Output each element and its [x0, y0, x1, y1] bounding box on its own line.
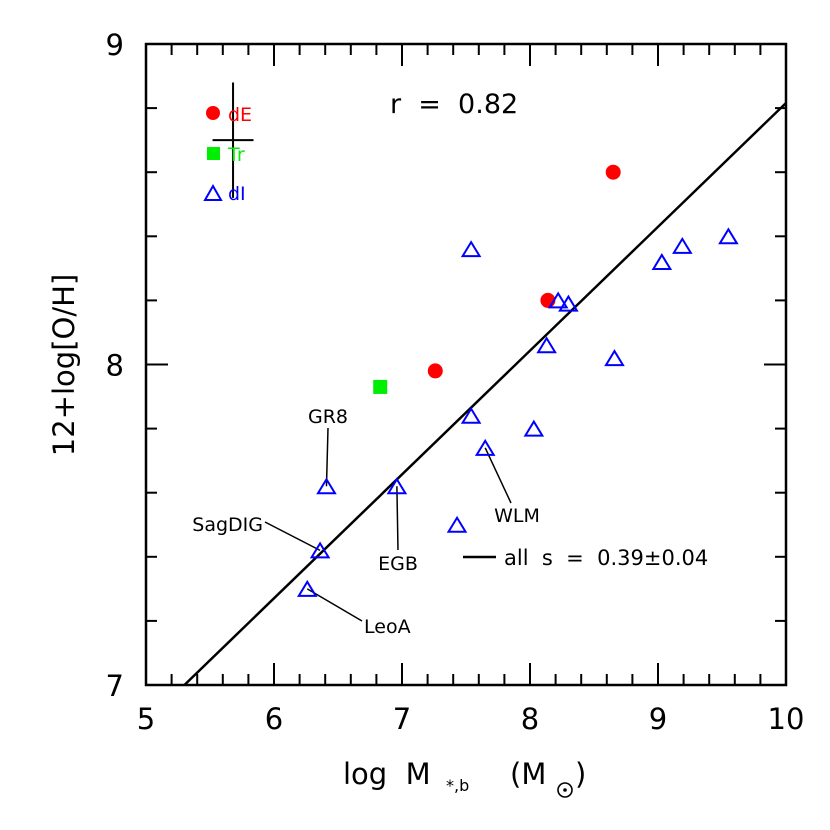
point-dI-triangle	[446, 515, 468, 533]
axis-tick-labels: 5 6 7 8 9 10 7 8 9	[106, 28, 805, 736]
x-axis-title-main: log M	[343, 757, 431, 791]
regression-line	[183, 102, 787, 686]
y-tick-label: 9	[106, 28, 124, 62]
y-tick-label: 7	[106, 669, 124, 703]
correlation-annotation: r = 0.82	[390, 89, 518, 120]
callout-line-SagDIG	[264, 521, 321, 552]
legend-dI-triangle-icon	[203, 183, 223, 201]
legend-dE-label: dE	[228, 104, 252, 126]
point-dI-triangle	[604, 349, 625, 367]
x-axis-title-unit-open: (M	[510, 757, 546, 791]
point-dI-triangle-SagDIG	[309, 541, 331, 559]
x-tick-label: 8	[521, 702, 539, 736]
data-points	[297, 164, 739, 597]
callout-line-LeoA	[306, 588, 363, 622]
point-dI-triangle	[651, 253, 673, 270]
point-dI-triangle	[460, 406, 482, 424]
callout-line-EGB	[396, 486, 399, 551]
point-dI-triangle-LeoA	[297, 579, 318, 597]
callout-line-GR8	[325, 427, 329, 487]
x-tick-label: 6	[265, 702, 283, 736]
sun-symbol-icon	[557, 782, 573, 798]
label-GR8: GR8	[308, 406, 348, 428]
point-dI-triangle-EGB	[386, 477, 408, 495]
point-dI-triangle-GR8	[316, 477, 337, 495]
x-tick-label: 7	[393, 702, 411, 736]
error-bar-cross	[212, 82, 254, 198]
y-axis-title: 12+log[O/H]	[47, 274, 81, 456]
label-SagDIG: SagDIG	[192, 514, 263, 536]
x-axis-title-subscript: *,b	[446, 776, 469, 795]
legend-Tr-label: Tr	[227, 144, 245, 166]
point-dI-triangle	[558, 294, 579, 312]
fit-line	[183, 102, 787, 686]
point-dI-triangle	[547, 291, 569, 309]
x-axis-title: log M *,b (M )	[343, 757, 586, 798]
label-EGB: EGB	[378, 553, 418, 575]
point-dI-triangle	[523, 419, 545, 437]
x-axis-title-unit-close: )	[575, 757, 586, 791]
legend-dE-circle-icon	[206, 106, 220, 120]
x-tick-label: 10	[768, 702, 805, 736]
point-dE-circle	[605, 164, 621, 180]
point-dI-triangle-WLM	[474, 438, 496, 456]
x-tick-label: 9	[649, 702, 667, 736]
legend-dI-label: dI	[228, 183, 246, 205]
callout-line-WLM	[484, 447, 512, 504]
point-dI-triangle	[536, 336, 557, 354]
point-Tr-square	[373, 379, 388, 394]
y-tick-label: 8	[106, 349, 124, 383]
point-dE-circle	[427, 363, 443, 379]
label-WLM: WLM	[494, 505, 540, 527]
legend-Tr-square-icon	[207, 147, 220, 160]
x-tick-label: 5	[137, 702, 155, 736]
point-label-callouts	[264, 427, 512, 622]
point-dI-triangle	[672, 236, 693, 254]
label-LeoA: LeoA	[364, 616, 411, 638]
legend: dE Tr dI	[203, 104, 252, 205]
point-dI-triangle	[718, 227, 739, 245]
fit-legend-label: all s = 0.39±0.04	[504, 546, 708, 570]
axis-ticks	[146, 44, 786, 685]
point-dI-triangle	[460, 240, 482, 258]
